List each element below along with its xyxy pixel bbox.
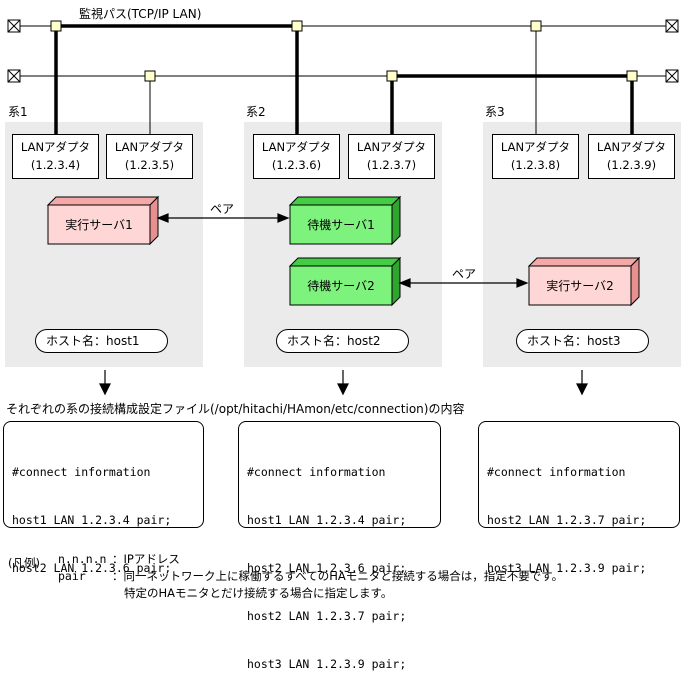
config-line: #connect information — [12, 465, 151, 479]
lan-adapter-1.2.3.5: LANアダプタ (1.2.3.5) — [106, 134, 193, 179]
standby-server-1-box — [288, 195, 402, 246]
monitor-path-label: 監視パス(TCP/IP LAN) — [79, 7, 202, 21]
adapter-ip: (1.2.3.7) — [366, 158, 417, 172]
standby-server-2-box — [288, 256, 402, 307]
lan-adapter-1.2.3.8: LANアダプタ (1.2.3.8) — [492, 134, 579, 179]
config-file-host3: #connect information host2 LAN 1.2.3.7 p… — [478, 421, 680, 575]
connector-node-icon — [50, 20, 638, 82]
pair-arrow-1 — [156, 213, 290, 223]
config-line: host3 LAN 1.2.3.9 pair; — [487, 561, 647, 575]
config-line: #connect information — [247, 465, 386, 479]
active-server-2-label: 実行サーバ2 — [546, 279, 614, 293]
lan-adapter-1.2.3.4: LANアダプタ (1.2.3.4) — [12, 134, 99, 179]
pair-label-2: ペア — [452, 267, 477, 281]
lan-adapter-1.2.3.7: LANアダプタ (1.2.3.7) — [348, 134, 435, 179]
adapter-ip: (1.2.3.8) — [510, 158, 561, 172]
adapter-title: LANアダプタ — [500, 140, 571, 154]
legend-desc-ip: ：IPアドレス — [112, 552, 180, 566]
standby-server-1-label: 待機サーバ1 — [307, 218, 375, 232]
host-name-3: ホスト名：host3 — [516, 329, 649, 353]
adapter-title: LANアダプタ — [356, 140, 427, 154]
adapter-ip: (1.2.3.6) — [271, 158, 322, 172]
active-server-1-box — [46, 195, 160, 246]
config-line: host2 LAN 1.2.3.7 pair; — [487, 513, 647, 527]
legend-desc-pair: ：同一ネットワーク上に稼働するすべてのHAモニタと接続する場合は，指定不要です。 — [112, 569, 564, 583]
config-line: host3 LAN 1.2.3.9 pair; — [247, 657, 407, 671]
adapter-ip: (1.2.3.4) — [30, 158, 81, 172]
pair-label-1: ペア — [210, 202, 235, 216]
legend-term-pair: pair — [58, 569, 86, 583]
terminator-icon — [7, 19, 679, 83]
active-server-2-box — [527, 256, 641, 307]
standby-server-2-label: 待機サーバ2 — [307, 279, 375, 293]
adapter-ip: (1.2.3.5) — [124, 158, 175, 172]
system-2-label: 系2 — [246, 105, 266, 119]
adapter-title: LANアダプタ — [596, 140, 667, 154]
adapter-title: LANアダプタ — [261, 140, 332, 154]
down-arrow-icon — [99, 370, 588, 396]
config-line: host2 LAN 1.2.3.7 pair; — [247, 609, 407, 623]
network-diagram — [7, 19, 679, 396]
config-file-host1: #connect information host1 LAN 1.2.3.4 p… — [3, 421, 204, 575]
config-line: host2 LAN 1.2.3.6 pair; — [247, 561, 407, 575]
host-name-1: ホスト名：host1 — [35, 329, 168, 353]
config-line: host1 LAN 1.2.3.4 pair; — [12, 513, 172, 527]
system-3-label: 系3 — [485, 105, 505, 119]
config-line: #connect information — [487, 465, 626, 479]
config-caption: それぞれの系の接続構成設定ファイル(/opt/hitachi/HAmon/etc… — [6, 402, 465, 416]
adapter-ip: (1.2.3.9) — [606, 158, 657, 172]
lan-adapter-1.2.3.9: LANアダプタ (1.2.3.9) — [588, 134, 675, 179]
lan-adapter-1.2.3.6: LANアダプタ (1.2.3.6) — [253, 134, 340, 179]
config-line: host2 LAN 1.2.3.6 pair; — [12, 561, 172, 575]
legend-desc-pair-2: 特定のHAモニタとだけ接続する場合に指定します。 — [124, 586, 393, 600]
active-server-1-label: 実行サーバ1 — [65, 218, 133, 232]
system-1-label: 系1 — [8, 105, 28, 119]
adapter-title: LANアダプタ — [114, 140, 185, 154]
legend-term-ip: n.n.n.n — [58, 552, 107, 566]
pair-arrow-2 — [398, 278, 529, 288]
config-file-host2: #connect information host1 LAN 1.2.3.4 p… — [238, 421, 441, 671]
adapter-title: LANアダプタ — [20, 140, 91, 154]
config-line: host1 LAN 1.2.3.4 pair; — [247, 513, 407, 527]
legend-heading: (凡例) — [8, 556, 40, 570]
host-name-2: ホスト名：host2 — [276, 329, 409, 353]
